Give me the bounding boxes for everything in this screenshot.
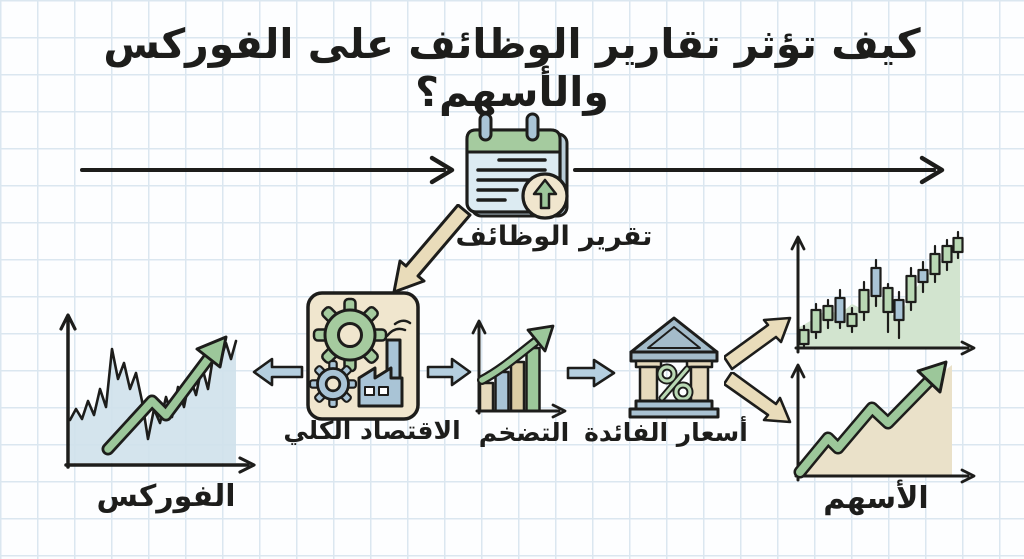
flow-arrow-inflation-to-interest xyxy=(566,358,616,388)
stocks-arrow-chart-icon xyxy=(790,360,976,484)
label-macro-economy: الاقتصاد الكلي xyxy=(283,416,461,445)
timeline-arrow-left xyxy=(80,155,945,185)
bar-chart-icon xyxy=(471,319,567,419)
label-forex: الفوركس xyxy=(96,479,236,514)
candlestick-chart-icon xyxy=(790,230,976,356)
gear-small-icon xyxy=(308,359,358,409)
bank-percent-icon xyxy=(628,316,720,419)
label-stocks: الأسهم xyxy=(823,481,929,516)
flow-arrow-macro-to-forex xyxy=(252,357,304,387)
gear-large-icon xyxy=(312,297,388,373)
label-inflation: التضخم xyxy=(478,418,570,447)
percent-icon xyxy=(656,363,694,403)
forex-line-chart-icon xyxy=(59,313,256,474)
gears-factory-icon xyxy=(306,291,420,421)
page-title: كيف تؤثر تقارير الوظائف على الفوركس والأ… xyxy=(103,20,921,116)
flow-arrow-macro-to-inflation xyxy=(426,357,472,387)
flow-arrow-interest-to-candles xyxy=(724,316,792,371)
label-interest-rates: أسعار الفائدة xyxy=(584,418,748,447)
label-jobs-report: تقرير الوظائف xyxy=(455,221,653,252)
factory-icon xyxy=(357,319,412,408)
flow-arrow-interest-to-stocks xyxy=(724,372,792,424)
calendar-icon xyxy=(465,112,569,220)
up-arrow-badge-icon xyxy=(521,172,569,220)
flow-arrow-report-to-macro xyxy=(392,204,472,294)
